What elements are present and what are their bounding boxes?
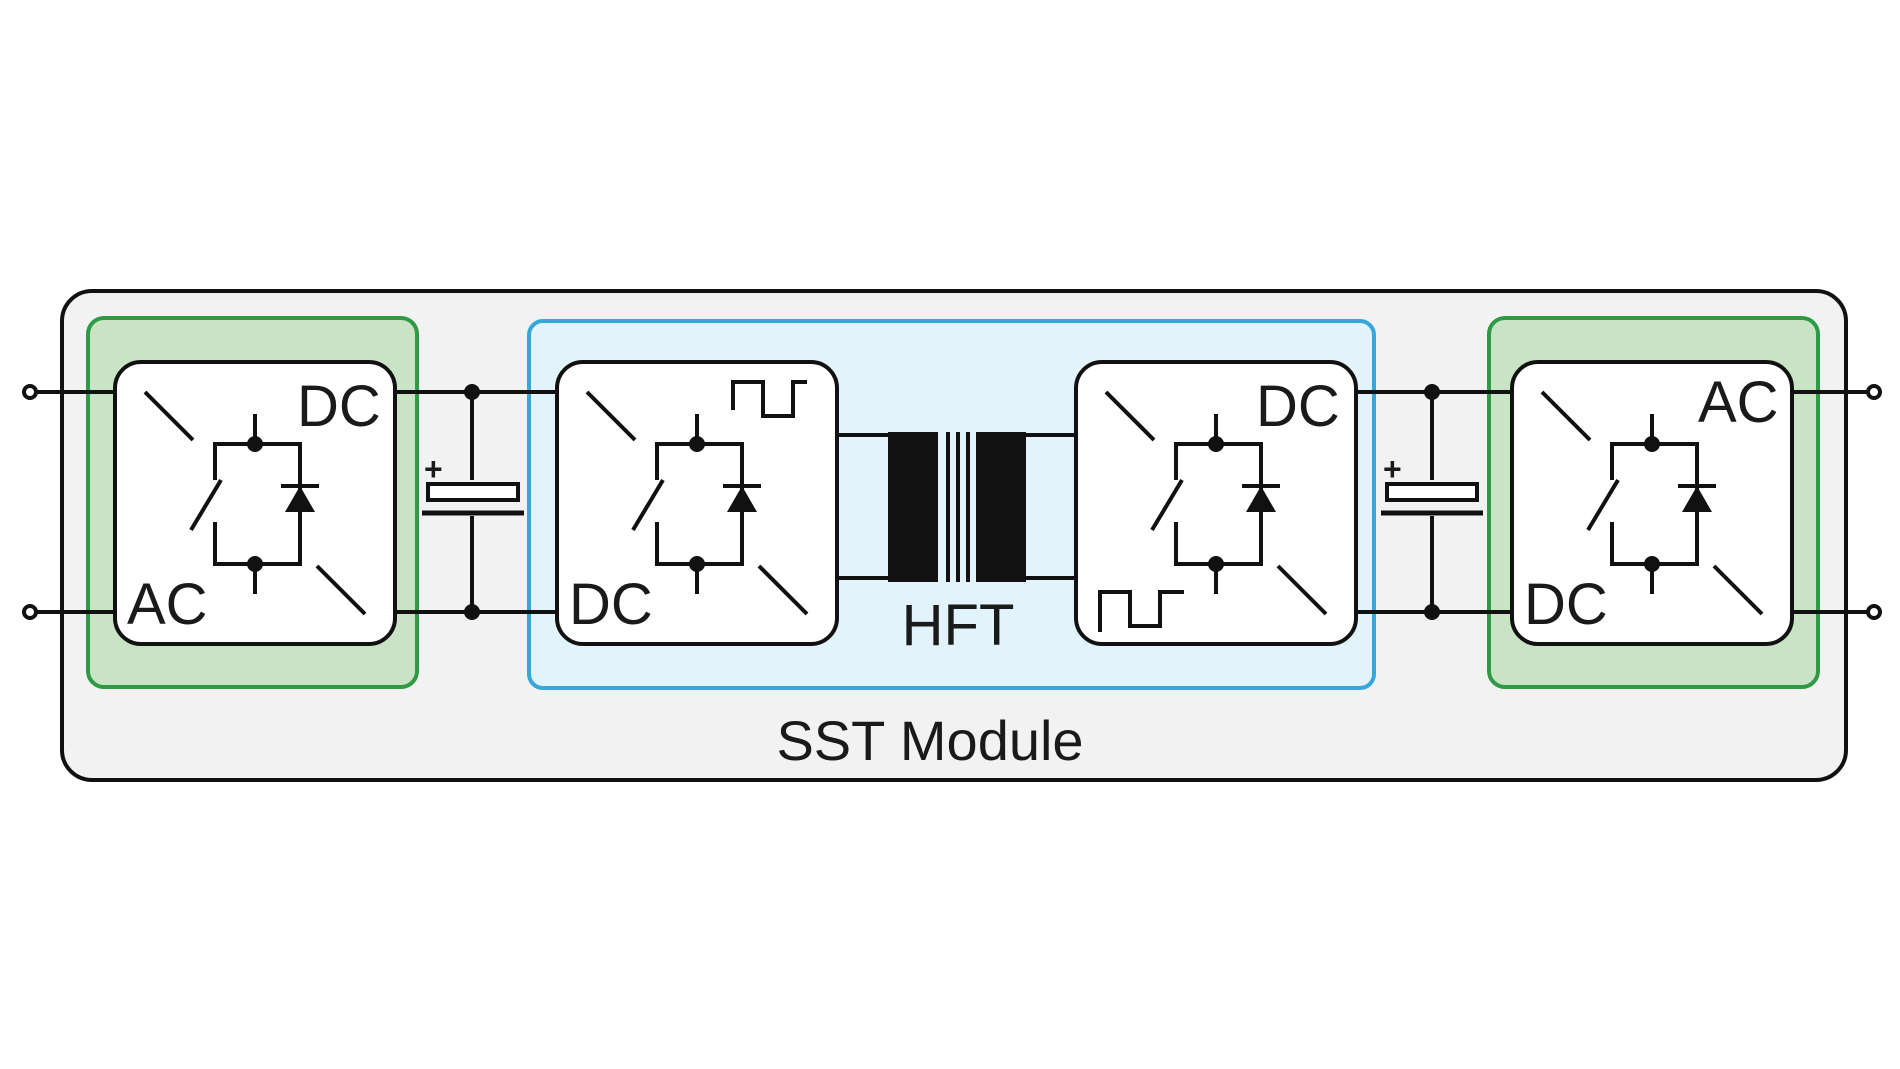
capacitor-right: + [1381, 384, 1483, 620]
converter-hf-dc-right: DC [1074, 360, 1358, 646]
converter-1-top-label: DC [297, 374, 381, 439]
hft-label: HFT [902, 593, 1015, 658]
converter-1-bottom-label: AC [127, 572, 208, 637]
converter-4-top-label: AC [1698, 370, 1779, 435]
input-terminals [22, 384, 115, 620]
dc-link-right [1345, 390, 1515, 614]
square-wave-icon [731, 380, 807, 418]
capacitor-left-polarity: + [424, 451, 443, 487]
module-title: SST Module [776, 709, 1083, 772]
converter-ac-dc-left: DC AC [113, 360, 397, 646]
converter-dc-hf-left: DC [555, 360, 839, 646]
capacitor-right-polarity: + [1383, 451, 1402, 487]
square-wave-icon [1098, 590, 1184, 632]
switch-diode-icon [1150, 414, 1280, 594]
switch-diode-icon [631, 414, 761, 594]
switch-diode-icon [189, 414, 319, 594]
capacitor-left: + [422, 384, 524, 620]
converter-dc-ac-right: AC DC [1510, 360, 1794, 646]
output-terminals [1790, 384, 1882, 620]
converter-2-bottom-label: DC [569, 572, 653, 637]
converter-3-top-label: DC [1256, 374, 1340, 439]
switch-diode-icon [1586, 414, 1716, 594]
converter-4-bottom-label: DC [1524, 572, 1608, 637]
hft-transformer: HFT [836, 432, 1078, 658]
